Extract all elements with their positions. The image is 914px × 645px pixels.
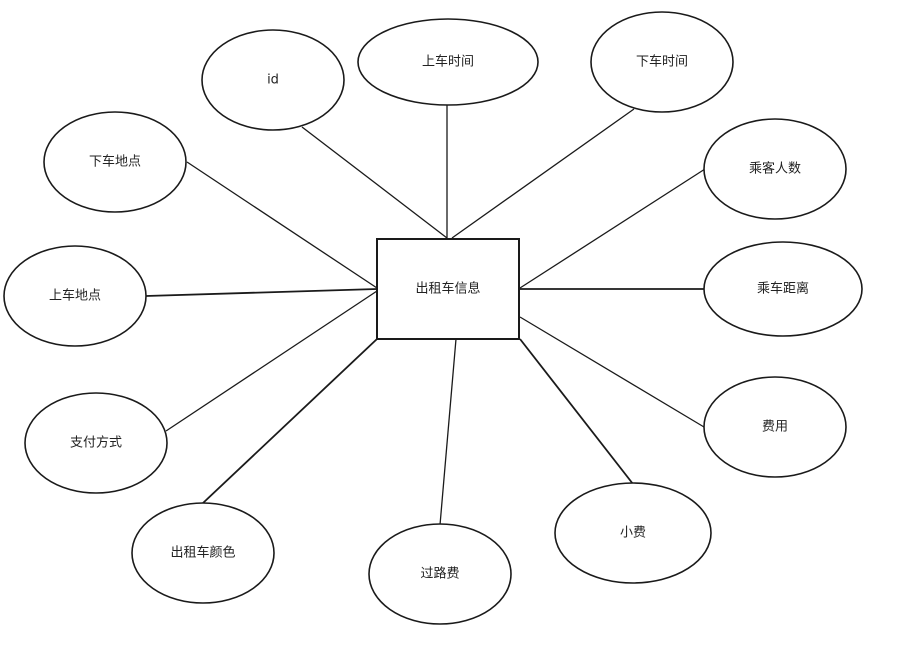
- attribute-ellipse: [3, 245, 147, 347]
- attribute-trip-distance: 乘车距离: [703, 241, 863, 337]
- attribute-payment-type: 支付方式: [24, 392, 168, 494]
- edge-payment-type: [165, 290, 378, 432]
- edge-dropoff-time: [451, 108, 635, 239]
- edge-taxi-color: [202, 338, 378, 504]
- connectors: [145, 105, 706, 526]
- attribute-toll: 过路费: [368, 523, 512, 625]
- attribute-label: 下车地点: [89, 154, 141, 170]
- attribute-id: id: [201, 29, 345, 131]
- attribute-dropoff-location: 下车地点: [43, 111, 187, 213]
- attribute-pickup-time: 上车时间: [357, 18, 539, 106]
- attribute-dropoff-time: 下车时间: [590, 11, 734, 113]
- attribute-fare: 费用: [703, 376, 847, 478]
- edge-passenger-count: [519, 168, 706, 289]
- attribute-tip: 小费: [554, 482, 712, 584]
- edge-toll: [439, 338, 457, 526]
- attribute-label: 乘客人数: [749, 161, 801, 177]
- entity-box: [376, 238, 520, 340]
- entity-label: 出租车信息: [415, 281, 480, 297]
- attribute-label: id: [267, 73, 279, 88]
- attribute-label: 上车时间: [422, 54, 474, 70]
- attribute-ellipse: [703, 118, 847, 220]
- attribute-ellipse: [590, 11, 734, 113]
- attribute-label: 费用: [762, 420, 788, 435]
- attribute-pickup-location: 上车地点: [3, 245, 147, 347]
- attribute-ellipse: [357, 18, 539, 106]
- attribute-ellipse: [368, 523, 512, 625]
- attribute-label: 过路费: [420, 566, 459, 582]
- edge-dropoff-location: [186, 161, 378, 289]
- attribute-taxi-color: 出租车颜色: [131, 502, 275, 604]
- entity-taxi-info: 出租车信息: [376, 238, 520, 340]
- attribute-label: 乘车距离: [757, 281, 809, 297]
- edge-tip: [519, 338, 634, 485]
- edge-pickup-location: [145, 288, 378, 297]
- attribute-label: 上车地点: [49, 288, 101, 304]
- edge-fare: [519, 316, 705, 428]
- attribute-label: 出租车颜色: [170, 545, 235, 561]
- attribute-ellipse: [703, 376, 847, 478]
- attribute-label: 下车时间: [636, 54, 688, 70]
- attribute-ellipse: [24, 392, 168, 494]
- attribute-ellipse: [43, 111, 187, 213]
- attribute-label: 支付方式: [70, 435, 122, 451]
- attribute-passenger-count: 乘客人数: [703, 118, 847, 220]
- edge-id: [301, 126, 448, 239]
- attribute-label: 小费: [620, 526, 646, 541]
- attribute-ellipse: [703, 241, 863, 337]
- attribute-ellipse: [131, 502, 275, 604]
- attribute-ellipse: [554, 482, 712, 584]
- attribute-ellipse: [201, 29, 345, 131]
